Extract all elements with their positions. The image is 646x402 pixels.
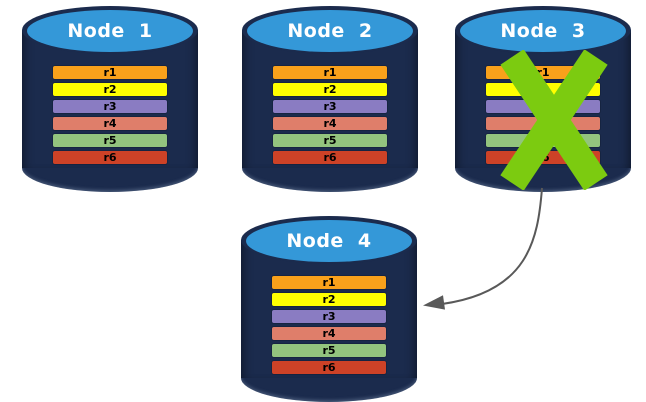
- cylinder-top-face: Node 2: [247, 10, 413, 52]
- row-r6: r6: [53, 151, 167, 164]
- replica-rows: r1 r2 r3 r4 r5 r6: [273, 66, 387, 164]
- failover-arrowhead: [423, 295, 445, 310]
- row-r6: r6: [273, 151, 387, 164]
- row-r5: r5: [53, 134, 167, 147]
- node-label: Node 1: [67, 20, 153, 42]
- row-r6: r6: [272, 361, 386, 374]
- replica-rows: r1 r2 r3 r4 r5 r6: [272, 276, 386, 374]
- row-r3: r3: [273, 100, 387, 113]
- cylinder-top-face: Node 3: [460, 10, 626, 52]
- row-r1: r1: [273, 66, 387, 79]
- node-label: Node 4: [286, 230, 372, 252]
- row-r5: r5: [272, 344, 386, 357]
- row-r4: r4: [273, 117, 387, 130]
- row-r4: r4: [272, 327, 386, 340]
- cylinder-top-face: Node 1: [27, 10, 193, 52]
- node-4: Node 4 r1 r2 r3 r4 r5 r6: [241, 216, 417, 402]
- failure-x-icon: [500, 50, 608, 190]
- row-r3: r3: [272, 310, 386, 323]
- node-3: Node 3 r1 r2 r3 r4 r5 r6: [455, 6, 631, 192]
- node-1: Node 1 r1 r2 r3 r4 r5 r6: [22, 6, 198, 192]
- row-r5: r5: [273, 134, 387, 147]
- node-label: Node 2: [287, 20, 373, 42]
- replica-rows: r1 r2 r3 r4 r5 r6: [53, 66, 167, 164]
- row-r2: r2: [272, 293, 386, 306]
- row-r1: r1: [53, 66, 167, 79]
- row-r4: r4: [53, 117, 167, 130]
- node-label: Node 3: [500, 20, 586, 42]
- row-r1: r1: [272, 276, 386, 289]
- node-2: Node 2 r1 r2 r3 r4 r5 r6: [242, 6, 418, 192]
- row-r2: r2: [53, 83, 167, 96]
- row-r2: r2: [273, 83, 387, 96]
- row-r3: r3: [53, 100, 167, 113]
- cylinder-top-face: Node 4: [246, 220, 412, 262]
- failover-arrow-line: [441, 187, 543, 305]
